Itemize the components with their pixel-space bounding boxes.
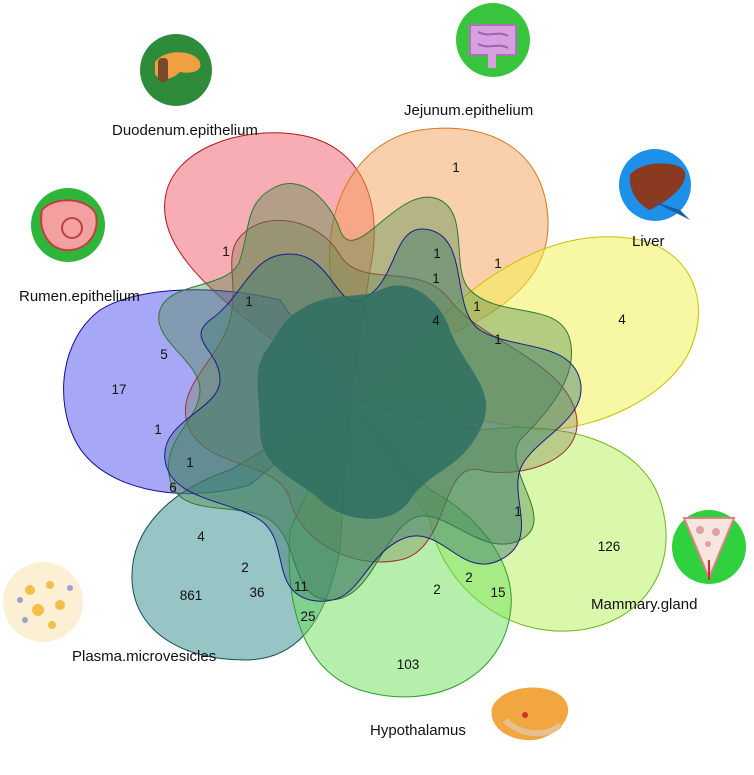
organ-icons [3, 3, 746, 747]
count-p: 11 [294, 579, 308, 594]
count-f: 1 [473, 299, 481, 314]
count-q: 25 [300, 609, 315, 624]
count-d: 1 [432, 271, 440, 286]
count-t: 15 [490, 585, 505, 600]
label-plasma: Plasma.microvesicles [72, 648, 216, 665]
label-jejunum: Jejunum.epithelium [404, 102, 533, 119]
label-duodenum: Duodenum.epithelium [112, 122, 258, 139]
count-n: 2 [241, 560, 249, 575]
count-rumen-only: 17 [111, 382, 126, 397]
count-g: 4 [432, 313, 440, 328]
count-a: 1 [222, 244, 230, 259]
count-jejunum-only: 1 [452, 160, 460, 175]
plasma-microvesicles-icon [3, 562, 83, 642]
core-overlap [257, 285, 487, 519]
region-counts: 1 1 1 1 1 1 1 4 1 4 5 17 1 1 6 4 861 2 3… [111, 160, 626, 672]
brain-icon [488, 687, 569, 747]
count-e: 1 [245, 294, 253, 309]
count-i: 5 [160, 347, 168, 362]
count-h: 1 [494, 332, 502, 347]
liver-icon [619, 149, 691, 221]
count-s: 2 [465, 570, 473, 585]
count-u: 1 [514, 504, 522, 519]
pancreas-duodenum-icon [140, 34, 212, 106]
inner-overlaps [158, 183, 582, 602]
mammary-gland-icon [672, 510, 746, 584]
set-labels: Duodenum.epithelium Jejunum.epithelium L… [19, 102, 697, 739]
label-rumen: Rumen.epithelium [19, 288, 140, 305]
count-plasma-only: 861 [180, 588, 203, 603]
label-hypothalamus: Hypothalamus [370, 722, 466, 739]
label-mammary: Mammary.gland [591, 596, 697, 613]
label-liver: Liver [632, 233, 665, 250]
count-b: 1 [433, 246, 441, 261]
count-liver-only: 4 [618, 312, 626, 327]
count-l: 6 [169, 480, 177, 495]
count-c: 1 [494, 256, 502, 271]
count-k: 1 [186, 455, 194, 470]
intestine-icon [456, 3, 530, 77]
rumen-icon [31, 188, 105, 262]
count-j: 1 [154, 422, 162, 437]
count-mammary-only: 126 [598, 539, 621, 554]
count-hypothalamus-only: 103 [397, 657, 420, 672]
count-m: 4 [197, 529, 205, 544]
count-o: 36 [249, 585, 264, 600]
count-r: 2 [433, 582, 441, 597]
